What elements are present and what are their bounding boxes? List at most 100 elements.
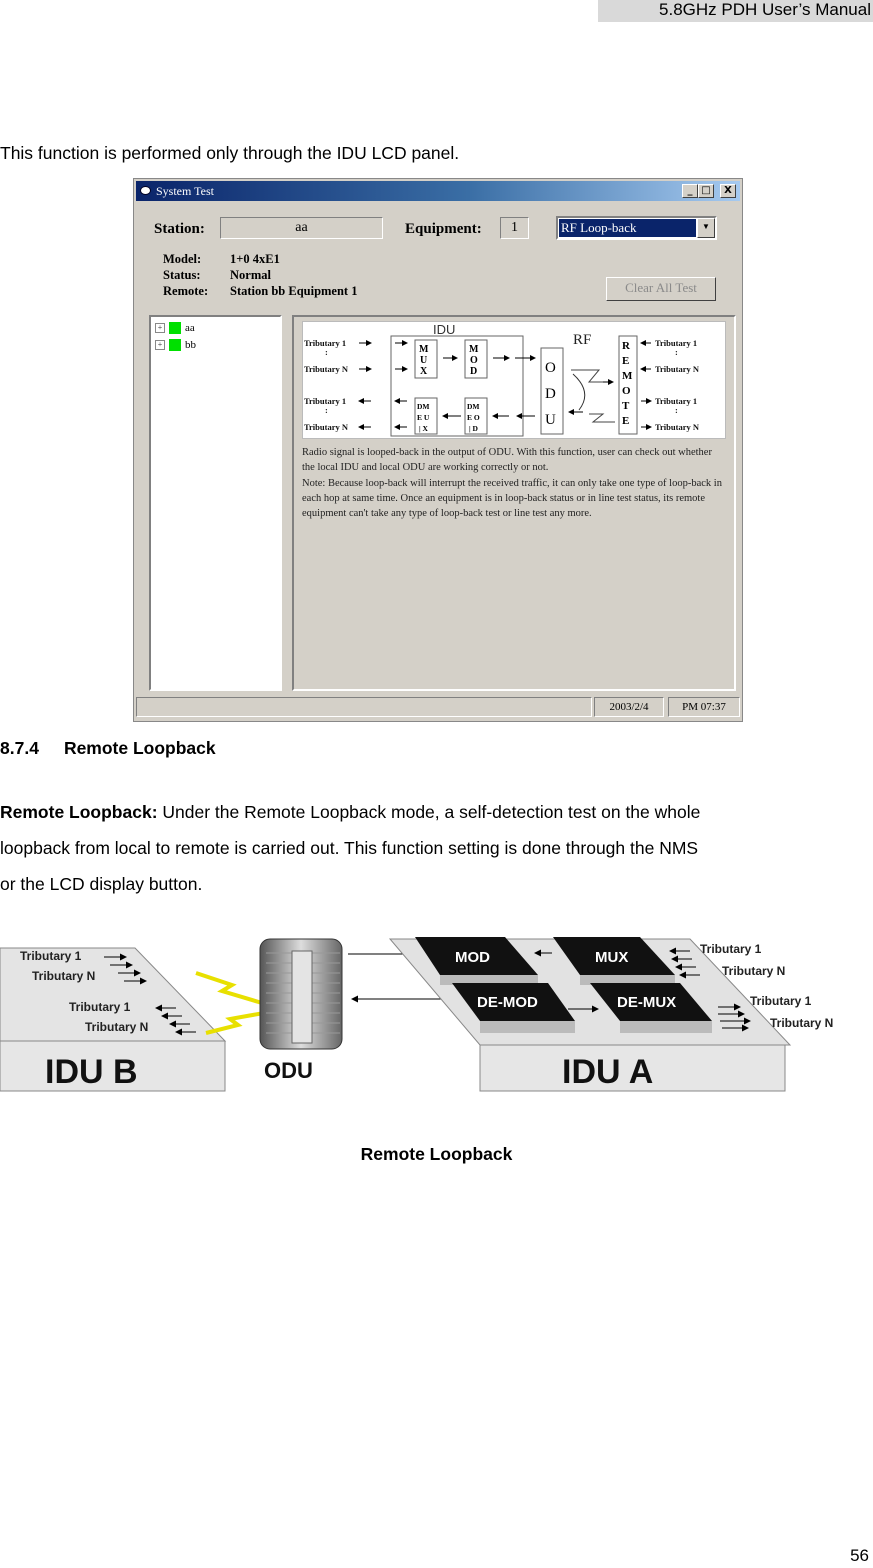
svg-text:T: T: [622, 400, 630, 412]
system-test-window: System Test _ □ X Station: aa Equipment:…: [133, 178, 743, 722]
svg-text:E O: E O: [467, 413, 480, 422]
model-value: 1+0 4xE1: [230, 252, 280, 266]
status-value: Normal: [230, 268, 271, 282]
section-paragraph-line-2: loopback from local to remote is carried…: [0, 838, 699, 858]
svg-text:RF: RF: [573, 332, 591, 348]
svg-text:R: R: [622, 340, 631, 352]
svg-text:U: U: [545, 412, 556, 428]
svg-text:Tributary N: Tributary N: [655, 422, 700, 432]
expand-icon[interactable]: +: [155, 323, 165, 334]
svg-text:D: D: [545, 386, 556, 402]
equipment-field[interactable]: 1: [500, 217, 529, 239]
test-description: Radio signal is looped-back in the outpu…: [302, 445, 726, 521]
section-heading: 8.7.4 Remote Loopback: [0, 738, 216, 759]
statusbar-main: [136, 697, 592, 717]
svg-text:MOD: MOD: [455, 949, 490, 966]
svg-text:Tributary 1: Tributary 1: [750, 994, 812, 1008]
svg-text:IDU: IDU: [433, 322, 455, 337]
intro-text: This function is performed only through …: [0, 143, 460, 163]
section-paragraph-line-3: or the LCD display button.: [0, 874, 203, 894]
remote-loopback-illustration: IDU B Tributary 1 Tributary N Tributary 1…: [0, 933, 873, 1098]
svg-text:MUX: MUX: [595, 949, 628, 966]
svg-text:IDU A: IDU A: [562, 1053, 653, 1091]
maximize-button[interactable]: □: [698, 184, 714, 198]
svg-text:DE-MOD: DE-MOD: [477, 994, 538, 1011]
tree-node-label: bb: [185, 339, 196, 351]
svg-text:E U: E U: [417, 413, 430, 422]
svg-text::: :: [675, 347, 678, 357]
app-icon: [140, 186, 151, 195]
dropdown-arrow-icon[interactable]: ▼: [697, 218, 715, 238]
svg-text:E: E: [622, 355, 629, 367]
svg-text:IDU B: IDU B: [45, 1053, 138, 1091]
statusbar-time: PM 07:37: [668, 697, 740, 717]
svg-text:Tributary N: Tributary N: [655, 364, 700, 374]
svg-text::: :: [325, 405, 328, 415]
svg-text:Tributary N: Tributary N: [304, 364, 349, 374]
svg-text:M: M: [419, 344, 429, 355]
statusbar-date: 2003/2/4: [594, 697, 664, 717]
description-paragraph: Radio signal is looped-back in the outpu…: [302, 447, 712, 474]
station-field[interactable]: aa: [220, 217, 383, 239]
window-title: System Test: [156, 184, 214, 198]
svg-text:| D: | D: [469, 424, 479, 433]
svg-text:O: O: [545, 360, 556, 376]
svg-text:Tributary N: Tributary N: [304, 422, 349, 432]
station-tree[interactable]: + aa + bb: [149, 315, 282, 691]
test-mode-select[interactable]: RF Loop-back ▼: [556, 216, 717, 240]
model-label: Model:: [163, 252, 202, 266]
svg-text:Tributary N: Tributary N: [722, 964, 785, 978]
remote-label: Remote:: [163, 284, 209, 298]
svg-text:DM: DM: [467, 402, 480, 411]
minimize-button[interactable]: _: [682, 184, 698, 198]
svg-text:Tributary 1: Tributary 1: [304, 338, 346, 348]
svg-text:O: O: [470, 355, 478, 366]
svg-text:Tributary 1: Tributary 1: [655, 396, 697, 406]
section-paragraph-line-1: Remote Loopback: Under the Remote Loopba…: [0, 802, 700, 823]
svg-text:D: D: [470, 366, 477, 377]
expand-icon[interactable]: +: [155, 340, 165, 351]
svg-text:Tributary 1: Tributary 1: [304, 396, 346, 406]
status-green-icon: [169, 322, 181, 335]
description-note: Note: Because loop-back will interrupt t…: [302, 477, 722, 520]
remote-value: Station bb Equipment 1: [230, 284, 358, 298]
window-titlebar: System Test _ □ X: [136, 181, 740, 201]
svg-text:| X: | X: [419, 424, 429, 433]
clear-all-test-button[interactable]: Clear All Test: [606, 277, 716, 301]
figure-caption: Remote Loopback: [360, 1144, 513, 1164]
tree-node-label: aa: [185, 322, 195, 334]
svg-text:M: M: [469, 344, 479, 355]
svg-text:Tributary 1: Tributary 1: [700, 942, 762, 956]
status-green-icon: [169, 339, 181, 352]
close-button[interactable]: X: [720, 184, 736, 198]
svg-text:DE-MUX: DE-MUX: [617, 994, 676, 1011]
section-title: Remote Loopback: [63, 738, 216, 758]
loopback-diagram-svg: Tributary 1:Tributary N Tributary 1:Trib…: [304, 322, 700, 437]
status-label: Status:: [163, 268, 201, 282]
svg-text:ODU: ODU: [264, 1058, 313, 1083]
page-number: 56: [850, 1546, 869, 1565]
svg-text:O: O: [622, 385, 631, 397]
svg-text:M: M: [622, 370, 633, 382]
svg-text:Tributary N: Tributary N: [85, 1020, 148, 1034]
rf-loopback-diagram: Tributary 1:Tributary N Tributary 1:Trib…: [302, 321, 726, 439]
station-label: Station:: [154, 221, 205, 237]
svg-text:X: X: [420, 366, 428, 377]
svg-text:Tributary 1: Tributary 1: [69, 1000, 131, 1014]
page-header: 5.8GHz PDH User’s Manual: [598, 0, 873, 22]
svg-text::: :: [325, 347, 328, 357]
svg-text:U: U: [420, 355, 427, 366]
tree-node-aa[interactable]: + aa: [155, 321, 195, 335]
detail-pane: [292, 315, 736, 691]
svg-text:Tributary 1: Tributary 1: [20, 949, 82, 963]
svg-text:Tributary N: Tributary N: [770, 1016, 833, 1030]
illustration-svg: IDU B Tributary 1 Tributary N Tributary 1…: [0, 937, 833, 1092]
test-mode-selected: RF Loop-back: [559, 219, 696, 237]
tree-node-bb[interactable]: + bb: [155, 338, 196, 352]
svg-text::: :: [675, 405, 678, 415]
svg-text:Tributary 1: Tributary 1: [655, 338, 697, 348]
paragraph-text: Under the Remote Loopback mode, a self-d…: [157, 802, 701, 822]
svg-text:DM: DM: [417, 402, 430, 411]
lead-term: Remote Loopback:: [0, 802, 158, 822]
section-number: 8.7.4: [0, 738, 39, 758]
